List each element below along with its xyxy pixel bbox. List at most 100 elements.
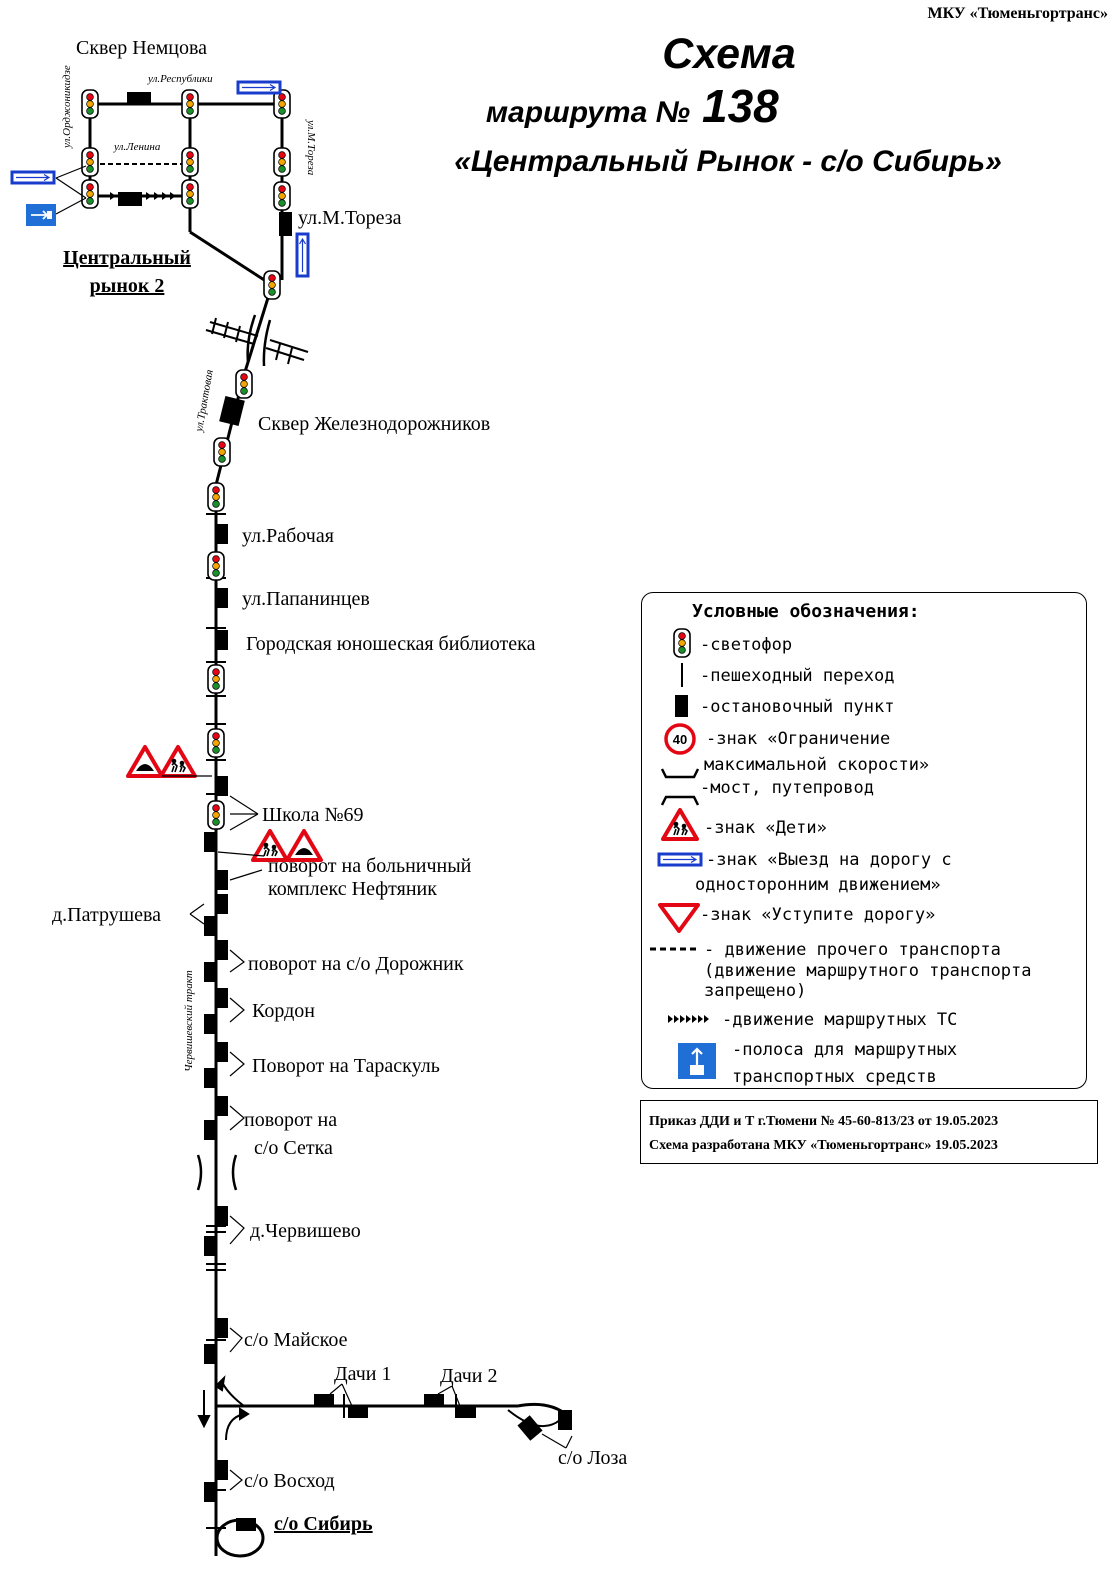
stop-marker	[216, 630, 228, 650]
stop-marker	[216, 524, 228, 544]
legend-other-line2: (движение маршрутного транспорта	[704, 961, 1032, 981]
one-way-sign-icon	[10, 170, 56, 185]
stop-marker	[236, 1518, 256, 1531]
legend-title: Условные обозначения:	[692, 601, 920, 622]
stop-marker	[204, 1068, 216, 1088]
stop-icon	[675, 695, 688, 717]
route-endpoints-title: «Центральный Рынок - с/о Сибирь»	[454, 145, 1002, 178]
stop-label-chervishevo: д.Червишево	[250, 1220, 361, 1242]
street-traktovaya: ул.Трактовая	[193, 369, 216, 434]
organization-label: МКУ «Тюменьгортранс»	[927, 5, 1108, 22]
route-title: маршрута № 138	[486, 80, 779, 132]
stop-label-kordon: Кордон	[252, 1000, 315, 1022]
stop-marker	[204, 1014, 216, 1034]
stop-marker	[216, 776, 228, 796]
stop-marker	[456, 1406, 476, 1418]
street-m-toreza: ул.М.Тореза	[305, 119, 317, 176]
stop-label-hospital-line2: комплекс Нефтяник	[268, 878, 437, 900]
legend-bus-lane-line1: -полоса для маршрутных	[732, 1040, 957, 1060]
traffic-light-icon	[207, 551, 225, 581]
stop-label-rabochaya: ул.Рабочая	[242, 525, 334, 547]
stop-marker	[204, 1482, 216, 1502]
traffic-light-icon	[81, 147, 99, 177]
street-chervishevsky: Червишевский тракт	[183, 970, 195, 1072]
order-info-graphic: Приказ ДДИ и Т г.Тюмени № 45-60-813/23 о…	[649, 1114, 998, 1153]
stop-marker	[127, 92, 151, 105]
traffic-light-icon	[673, 628, 691, 658]
children-sign-icon	[661, 808, 699, 841]
stop-label-sibir: с/о Сибирь	[274, 1513, 373, 1535]
scheme-title: Схема	[662, 30, 796, 78]
order-line2: Схема разработана МКУ «Тюменьгортранс» 1…	[649, 1138, 998, 1153]
road-signs	[10, 80, 323, 862]
traffic-light-icon	[263, 270, 281, 300]
legend-bus-lane-line2: транспортных средств	[732, 1067, 937, 1087]
route-title-prefix: маршрута №	[486, 96, 690, 129]
stop-marker	[204, 962, 216, 982]
stop-marker	[216, 1206, 228, 1226]
stop-marker	[216, 1042, 228, 1062]
legend-other-line1: - движение прочего транспорта	[704, 940, 1001, 960]
legend-other-line3: запрещено)	[704, 981, 806, 1001]
stop-marker	[216, 588, 228, 608]
bus-lane-sign-icon	[678, 1043, 716, 1079]
traffic-light-icon	[207, 482, 225, 512]
route-number: 138	[702, 80, 779, 132]
stop-label-voskhod: с/о Восход	[244, 1470, 335, 1492]
traffic-light-icon	[273, 181, 291, 211]
stop-label-central-market-line2: рынок 2	[90, 275, 165, 297]
stop-label-skver-nemtsova: Сквер Немцова	[76, 37, 207, 59]
legend-traffic-light: -светофор	[700, 635, 792, 655]
stop-marker	[216, 1318, 228, 1338]
legend-children: -знак «Дети»	[704, 818, 827, 838]
stop-marker	[216, 1096, 228, 1116]
traffic-light-icon	[81, 89, 99, 119]
street-lenina: ул.Ленина	[113, 141, 161, 153]
stop-marker	[314, 1394, 334, 1406]
stop-marker	[118, 192, 142, 206]
order-info-box: Приказ ДДИ и Т г.Тюмени № 45-60-813/23 о…	[640, 1100, 1098, 1164]
street-respubliki: ул.Республики	[147, 73, 213, 85]
bridge-icon	[660, 768, 700, 779]
stop-label-taraskul: Поворот на Тараскуль	[252, 1055, 440, 1077]
label-leaders	[55, 165, 573, 1491]
stop-points	[118, 92, 572, 1531]
legend-bridge: -мост, путепровод	[700, 778, 874, 798]
stop-marker	[204, 916, 216, 936]
legend-oneway-line2: односторонним движением»	[695, 875, 941, 895]
legend-crossing: -пешеходный переход	[700, 666, 894, 686]
stop-label-dorozhnik: поворот на с/о Дорожник	[248, 953, 464, 975]
legend-speed-line1: -знак «Ограничение	[706, 729, 890, 749]
traffic-light-icon	[207, 800, 225, 830]
route-direction-icon	[668, 1015, 709, 1023]
speed-limit-sign-icon: 40	[664, 723, 696, 755]
stop-label-library: Городская юношеская библиотека	[246, 633, 536, 655]
one-way-sign-icon	[657, 852, 703, 867]
traffic-light-icon	[235, 369, 253, 399]
legend-oneway-line1: -знак «Выезд на дорогу с	[706, 850, 952, 870]
traffic-light-icon	[213, 437, 231, 467]
legend-graphic: Условные обозначения: -светофор -пешеход…	[650, 601, 1032, 1087]
stop-label-dachi-1: Дачи 1	[334, 1363, 391, 1385]
traffic-light-icon	[181, 179, 199, 209]
stop-label-maiskoe: с/о Майское	[244, 1329, 348, 1351]
stop-label-loza: с/о Лоза	[558, 1447, 627, 1469]
railway-overpass	[205, 314, 309, 367]
stop-marker	[216, 1460, 228, 1480]
legend-stop: -остановочный пункт	[700, 697, 894, 717]
pedestrian-crossings	[206, 513, 457, 1529]
speed-bump-sign-icon	[126, 745, 164, 778]
traffic-light-icon	[181, 89, 199, 119]
street-ordzhonikidze: ул.Орджоникидзе	[61, 65, 73, 149]
stop-marker	[348, 1406, 368, 1418]
stop-marker	[204, 1344, 216, 1364]
children-sign-icon	[159, 745, 197, 778]
stop-marker	[204, 1120, 216, 1140]
stop-label-m-toreza: ул.М.Тореза	[298, 207, 402, 229]
stop-label-dachi-2: Дачи 2	[440, 1365, 497, 1387]
stop-marker	[216, 894, 228, 914]
stop-label-patrusheva: д.Патрушева	[52, 904, 161, 926]
stop-marker	[216, 870, 228, 890]
one-way-sign-icon	[236, 80, 282, 95]
